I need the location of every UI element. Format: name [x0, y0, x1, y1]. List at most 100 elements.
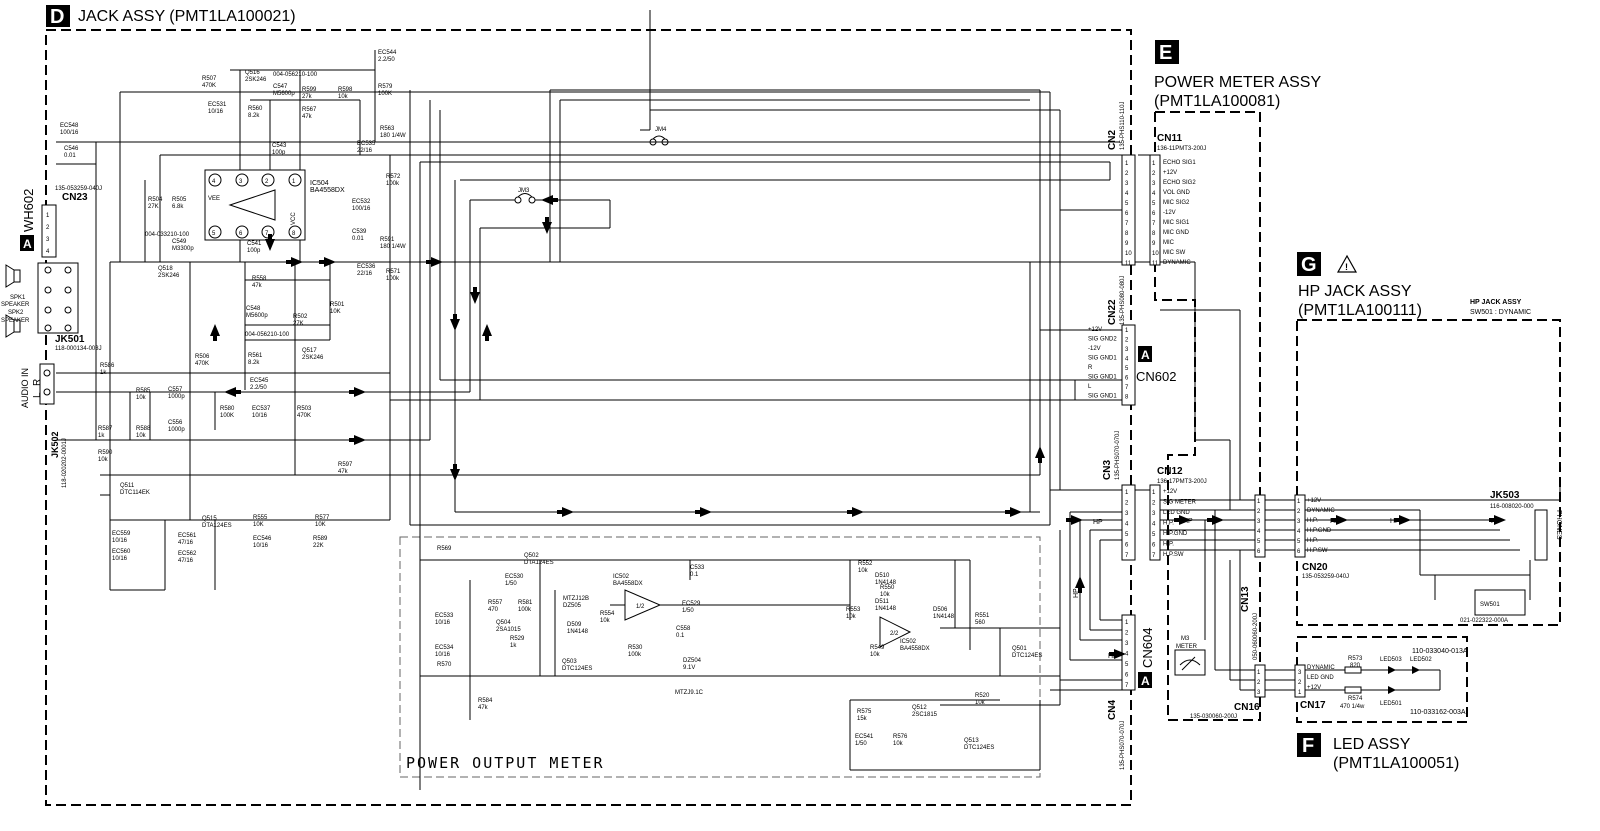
- r530-label: 100k: [628, 652, 642, 658]
- cn12-pin: 4: [1152, 522, 1156, 528]
- cn11-pin: 2: [1152, 171, 1156, 177]
- signal-arrow-icon: [482, 324, 492, 336]
- warning-icon: [1336, 254, 1358, 273]
- svg-text:LED502: LED502: [1410, 657, 1432, 663]
- power-meter-assy-frame: [1154, 111, 1261, 721]
- cn20-pin: 2: [1297, 509, 1301, 515]
- signal-arrow-icon: [450, 319, 460, 331]
- cn3-pin: 7: [1125, 553, 1129, 559]
- ec562-label: 47/16: [178, 558, 194, 564]
- ec534-label: 10/16: [435, 652, 451, 658]
- r575-label: 15k: [857, 716, 868, 722]
- r501-label: 10K: [330, 309, 341, 315]
- cn22-signal: SIG GND2: [1088, 337, 1117, 343]
- cn12-signal: H.P.SW: [1163, 552, 1184, 558]
- r586-label: R586: [100, 363, 115, 369]
- ec545-label: EC545: [250, 378, 269, 384]
- svg-text:HP: HP: [1108, 653, 1118, 660]
- svg-text:CN17: CN17: [1300, 700, 1326, 711]
- ec560-label: 10/16: [112, 556, 128, 562]
- cn22-pin: 4: [1125, 357, 1129, 363]
- ec532-label: 100/16: [352, 206, 371, 212]
- svg-text:HP JACK ASSY: HP JACK ASSY: [1470, 299, 1522, 306]
- hdr004b-label: 004-033210-100: [145, 232, 190, 238]
- cn12-pin: 1: [1152, 490, 1156, 496]
- q501-label: DTC124ES: [1012, 653, 1042, 659]
- cn4-pin: 5: [1125, 662, 1129, 668]
- led-parts: 110-033040-013A 110-033162-003A R573 820…: [1340, 648, 1468, 716]
- signal-arrow-tail: [1174, 518, 1180, 522]
- r552-label: R552: [858, 561, 873, 567]
- signal-arrow-icon: [541, 195, 553, 205]
- power-output-meter-frame: [399, 536, 1041, 778]
- svg-text:2: 2: [1298, 680, 1302, 686]
- svg-text:SPEAKER: SPEAKER: [1, 318, 30, 324]
- cn22-signal: SIG GND1: [1088, 356, 1117, 362]
- cn604: A CN604: [1138, 628, 1155, 688]
- signal-arrow-tail: [473, 287, 477, 293]
- c548-label: M5600p: [246, 313, 268, 319]
- cn13-pin: 5: [1257, 539, 1261, 545]
- svg-text:F: F: [1302, 735, 1314, 757]
- cn11-pin: 7: [1152, 221, 1156, 227]
- cn12-pin: 3: [1152, 511, 1156, 517]
- ec546-label: EC546: [253, 536, 272, 542]
- r551-label: 560: [975, 620, 986, 626]
- ec541-label: 1/50: [855, 741, 867, 747]
- c549-label: M3300p: [172, 246, 194, 252]
- r585-label: R585: [136, 388, 151, 394]
- d506-label: 1N4148: [933, 614, 955, 620]
- cn20-pin: 6: [1297, 549, 1301, 555]
- signal-arrow-icon: [700, 507, 712, 517]
- q517-label: Q517: [302, 348, 317, 354]
- r529-label: 1k: [510, 643, 517, 649]
- signal-arrow-icon: [1179, 515, 1191, 525]
- r576-label: 10k: [893, 741, 904, 747]
- r577-label: R577: [315, 515, 330, 521]
- jm3: JM3: [514, 188, 536, 204]
- cn4-pin: 2: [1125, 631, 1129, 637]
- r584-label: 47k: [478, 705, 489, 711]
- jack-assy-frame: [45, 29, 1132, 806]
- signal-arrow-icon: [224, 387, 236, 397]
- svg-text:JK503: JK503: [1490, 490, 1520, 501]
- cn22-pin: 7: [1125, 385, 1129, 391]
- svg-text:CN12: CN12: [1157, 466, 1183, 477]
- r588-label: R588: [136, 426, 151, 432]
- cn3-pin: 5: [1125, 532, 1129, 538]
- q517-label: 2SK246: [302, 355, 324, 361]
- cn4-pin: 4: [1125, 652, 1129, 658]
- jk503-phones-jack: JK503 116-008020-000 PHONES: [1490, 490, 1562, 561]
- cn22-signal: +12V: [1088, 327, 1102, 333]
- cn2-pin: 8: [1125, 231, 1129, 237]
- svg-text:110-033162-003A: 110-033162-003A: [1410, 709, 1466, 716]
- ec541-label: EC541: [855, 734, 874, 740]
- signal-arrow-tail: [1005, 510, 1011, 514]
- svg-text:D: D: [50, 6, 64, 28]
- svg-text:1: 1: [46, 213, 50, 219]
- q501-label: Q501: [1012, 646, 1027, 652]
- svg-text:HP: HP: [1093, 519, 1103, 526]
- cn17: 3 2 1 DYNAMIC LED GND +12V CN17: [1294, 664, 1335, 711]
- svg-text:CN22: CN22: [1107, 299, 1118, 325]
- signal-arrow-tail: [557, 510, 563, 514]
- signal-arrow-icon: [562, 507, 574, 517]
- cn2-pin: 2: [1125, 171, 1129, 177]
- signal-arrow-tail: [1331, 518, 1337, 522]
- ec548-label: 100/16: [60, 130, 79, 136]
- svg-text:A: A: [1141, 674, 1150, 688]
- cn3-pin: 6: [1125, 543, 1129, 549]
- cn2-pin: 9: [1125, 241, 1129, 247]
- signal-arrow-icon: [1071, 515, 1083, 525]
- r549-label: 10k: [870, 652, 881, 658]
- ec562-label: EC562: [178, 551, 197, 557]
- r586-label: 1k: [100, 370, 107, 376]
- ic504: 4 3 2 1 5 6 7 8 VEE VCC IC504 BA4558DX: [204, 169, 345, 241]
- r572-label: 100k: [386, 181, 400, 187]
- cn20-signal: H.P.: [1307, 518, 1318, 524]
- c533-label: 0.1: [690, 572, 699, 578]
- ec537-label: EC537: [252, 406, 271, 412]
- cn16-pin: 3: [1257, 690, 1261, 696]
- svg-text:SPEAKER: SPEAKER: [1, 302, 30, 308]
